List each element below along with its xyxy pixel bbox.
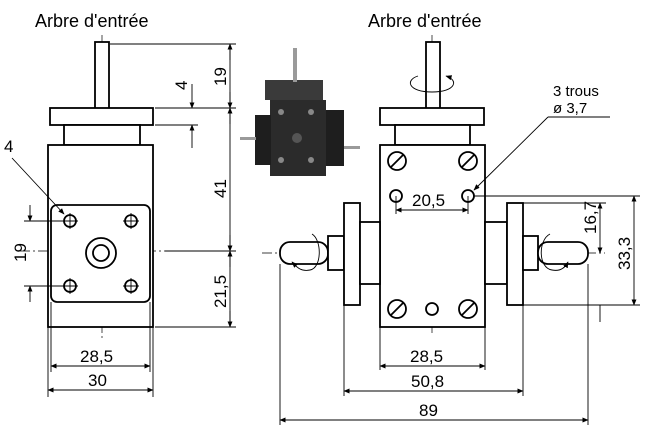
rotation-arrow-right-icon [540,233,569,271]
right-left-hub [327,235,345,271]
photo-screw [308,109,314,115]
right-right-collar [484,221,508,285]
photo-screw [278,157,284,163]
left-dim-body-height: 41 [211,179,230,198]
right-flange-plate [379,107,485,126]
right-collar [394,124,471,146]
left-hole-centermarks [62,213,139,294]
left-view-title: Arbre d'entrée [35,11,149,31]
photo-screw [308,157,314,163]
left-output-boss [85,237,117,269]
left-callout-leader [11,157,65,215]
right-body [379,144,486,328]
right-left-shaft [279,241,329,265]
right-dim-half-height: 16,7 [581,201,600,234]
right-dim-hole-spacing: 20,5 [412,191,445,210]
right-view: 3 trous ø 3,7 20,5 16,7 33,3 28,5 50,8 8… [262,35,640,425]
left-callout-label: 4 [4,137,13,156]
photo-right-shaft [344,146,360,149]
photo-input-shaft [293,48,297,82]
right-dim-total-length: 89 [419,401,438,420]
hole-note-line2: ø 3,7 [553,100,587,117]
left-collar [63,124,141,146]
right-left-flange [343,202,361,306]
right-dim-body-width: 28,5 [410,347,443,366]
left-output-bore [92,244,110,262]
photo-top-flange [265,80,323,100]
left-view: 4 19 19 41 21,5 4 28,5 [4,35,236,397]
hole-note-line1: 3 trous [553,83,599,100]
photo-center-boss [292,133,302,143]
left-dim-total-width: 30 [88,371,107,390]
left-face-plate [50,204,151,303]
left-dim-shaft-length: 19 [211,67,230,86]
right-right-shaft [537,241,589,265]
right-screw [387,151,407,171]
right-view-title: Arbre d'entrée [368,11,482,31]
right-dim-flange-span: 50,8 [411,372,444,391]
photo-left-shaft [240,137,256,140]
rotation-arrow-input-icon [409,75,455,93]
rotation-arrow-left-icon [291,233,320,271]
right-screw [458,151,478,171]
photo-left-flange [255,115,271,165]
left-dim-axis-height: 21,5 [211,275,230,308]
left-input-shaft [94,41,110,111]
photo-right-flange [326,110,344,166]
left-dim-flange-thickness: 4 [172,81,191,90]
product-photo [240,48,360,176]
right-screw [387,299,407,319]
photo-screw [278,109,284,115]
right-screw [458,299,478,319]
right-dim-flange-height: 33,3 [615,237,634,270]
right-hole-bottom [425,302,439,316]
right-right-hub [522,235,539,271]
right-input-shaft [425,41,441,111]
left-dim-hole-spacing: 19 [11,243,30,262]
left-dim-inner-width: 28,5 [80,347,113,366]
hole-note-leader [473,116,549,191]
right-left-collar [359,221,381,285]
left-flange-plate [49,107,154,126]
left-body [47,144,154,328]
right-right-flange [506,202,524,306]
